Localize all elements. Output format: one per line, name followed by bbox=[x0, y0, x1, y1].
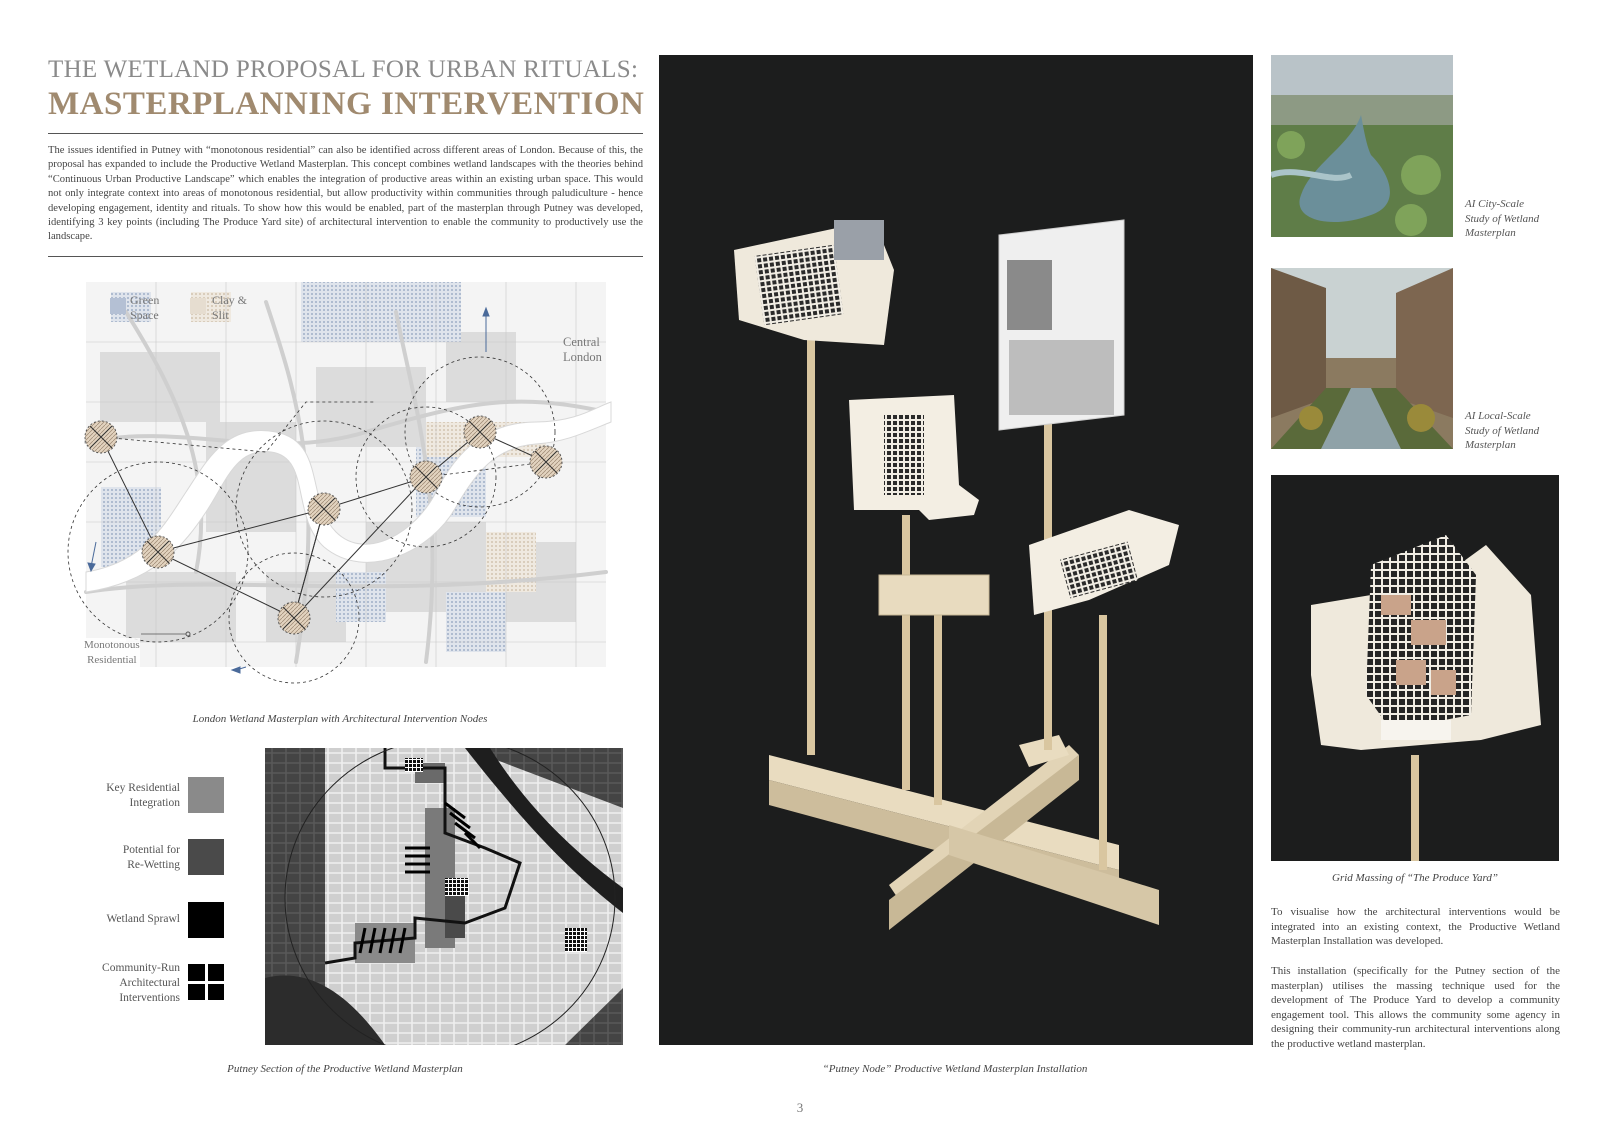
ai-city-scale-image bbox=[1271, 55, 1453, 237]
legend-clay-slit-swatch bbox=[190, 298, 206, 314]
legend-wetland-sprawl-label: Wetland Sprawl bbox=[106, 913, 181, 925]
grid-massing-photo bbox=[1271, 475, 1559, 861]
intervention-nodes bbox=[84, 415, 563, 635]
page-number: 3 bbox=[796, 1100, 804, 1115]
grid-massing-model-drawing bbox=[1311, 535, 1541, 861]
page-title-line2: MASTERPLANNING INTERVENTION bbox=[48, 86, 645, 122]
legend-green-space-swatch bbox=[110, 298, 126, 314]
ai-local-scale-image bbox=[1271, 268, 1453, 449]
page-title-line1: THE WETLAND PROPOSAL FOR URBAN RITUALS: bbox=[48, 56, 639, 83]
ai-city-scale-picture bbox=[1271, 55, 1453, 237]
london-masterplan-map bbox=[66, 272, 626, 690]
masterplan-map-drawing bbox=[67, 282, 612, 684]
legend-wetland-sprawl-swatch bbox=[188, 902, 224, 938]
grid-massing-caption: Grid Massing of “The Produce Yard” bbox=[1332, 872, 1498, 884]
legend-key-residential-swatch bbox=[188, 777, 224, 813]
legend-re-wetting-swatch bbox=[188, 839, 224, 875]
title-divider bbox=[48, 133, 643, 134]
intro-paragraph: The issues identified in Putney with “mo… bbox=[48, 145, 643, 243]
legend-community-interventions-swatch bbox=[188, 964, 224, 1000]
putney-section-map bbox=[265, 748, 623, 1045]
intro-divider bbox=[48, 256, 643, 257]
masterplan-map-caption: London Wetland Masterplan with Architect… bbox=[192, 713, 488, 725]
installation-photo bbox=[659, 55, 1253, 1045]
installation-caption: “Putney Node” Productive Wetland Masterp… bbox=[822, 1063, 1088, 1075]
ai-local-scale-picture bbox=[1271, 268, 1453, 449]
right-paragraph-1: To visualise how the architectural inter… bbox=[1271, 906, 1560, 948]
right-paragraph-2: This installation (specifically for the … bbox=[1271, 965, 1560, 1050]
installation-model-drawing bbox=[734, 219, 1179, 930]
putney-map-drawing bbox=[265, 748, 623, 1045]
putney-section-caption: Putney Section of the Productive Wetland… bbox=[227, 1063, 463, 1075]
legend-clay-slit-label: Clay &Slit bbox=[212, 293, 247, 322]
